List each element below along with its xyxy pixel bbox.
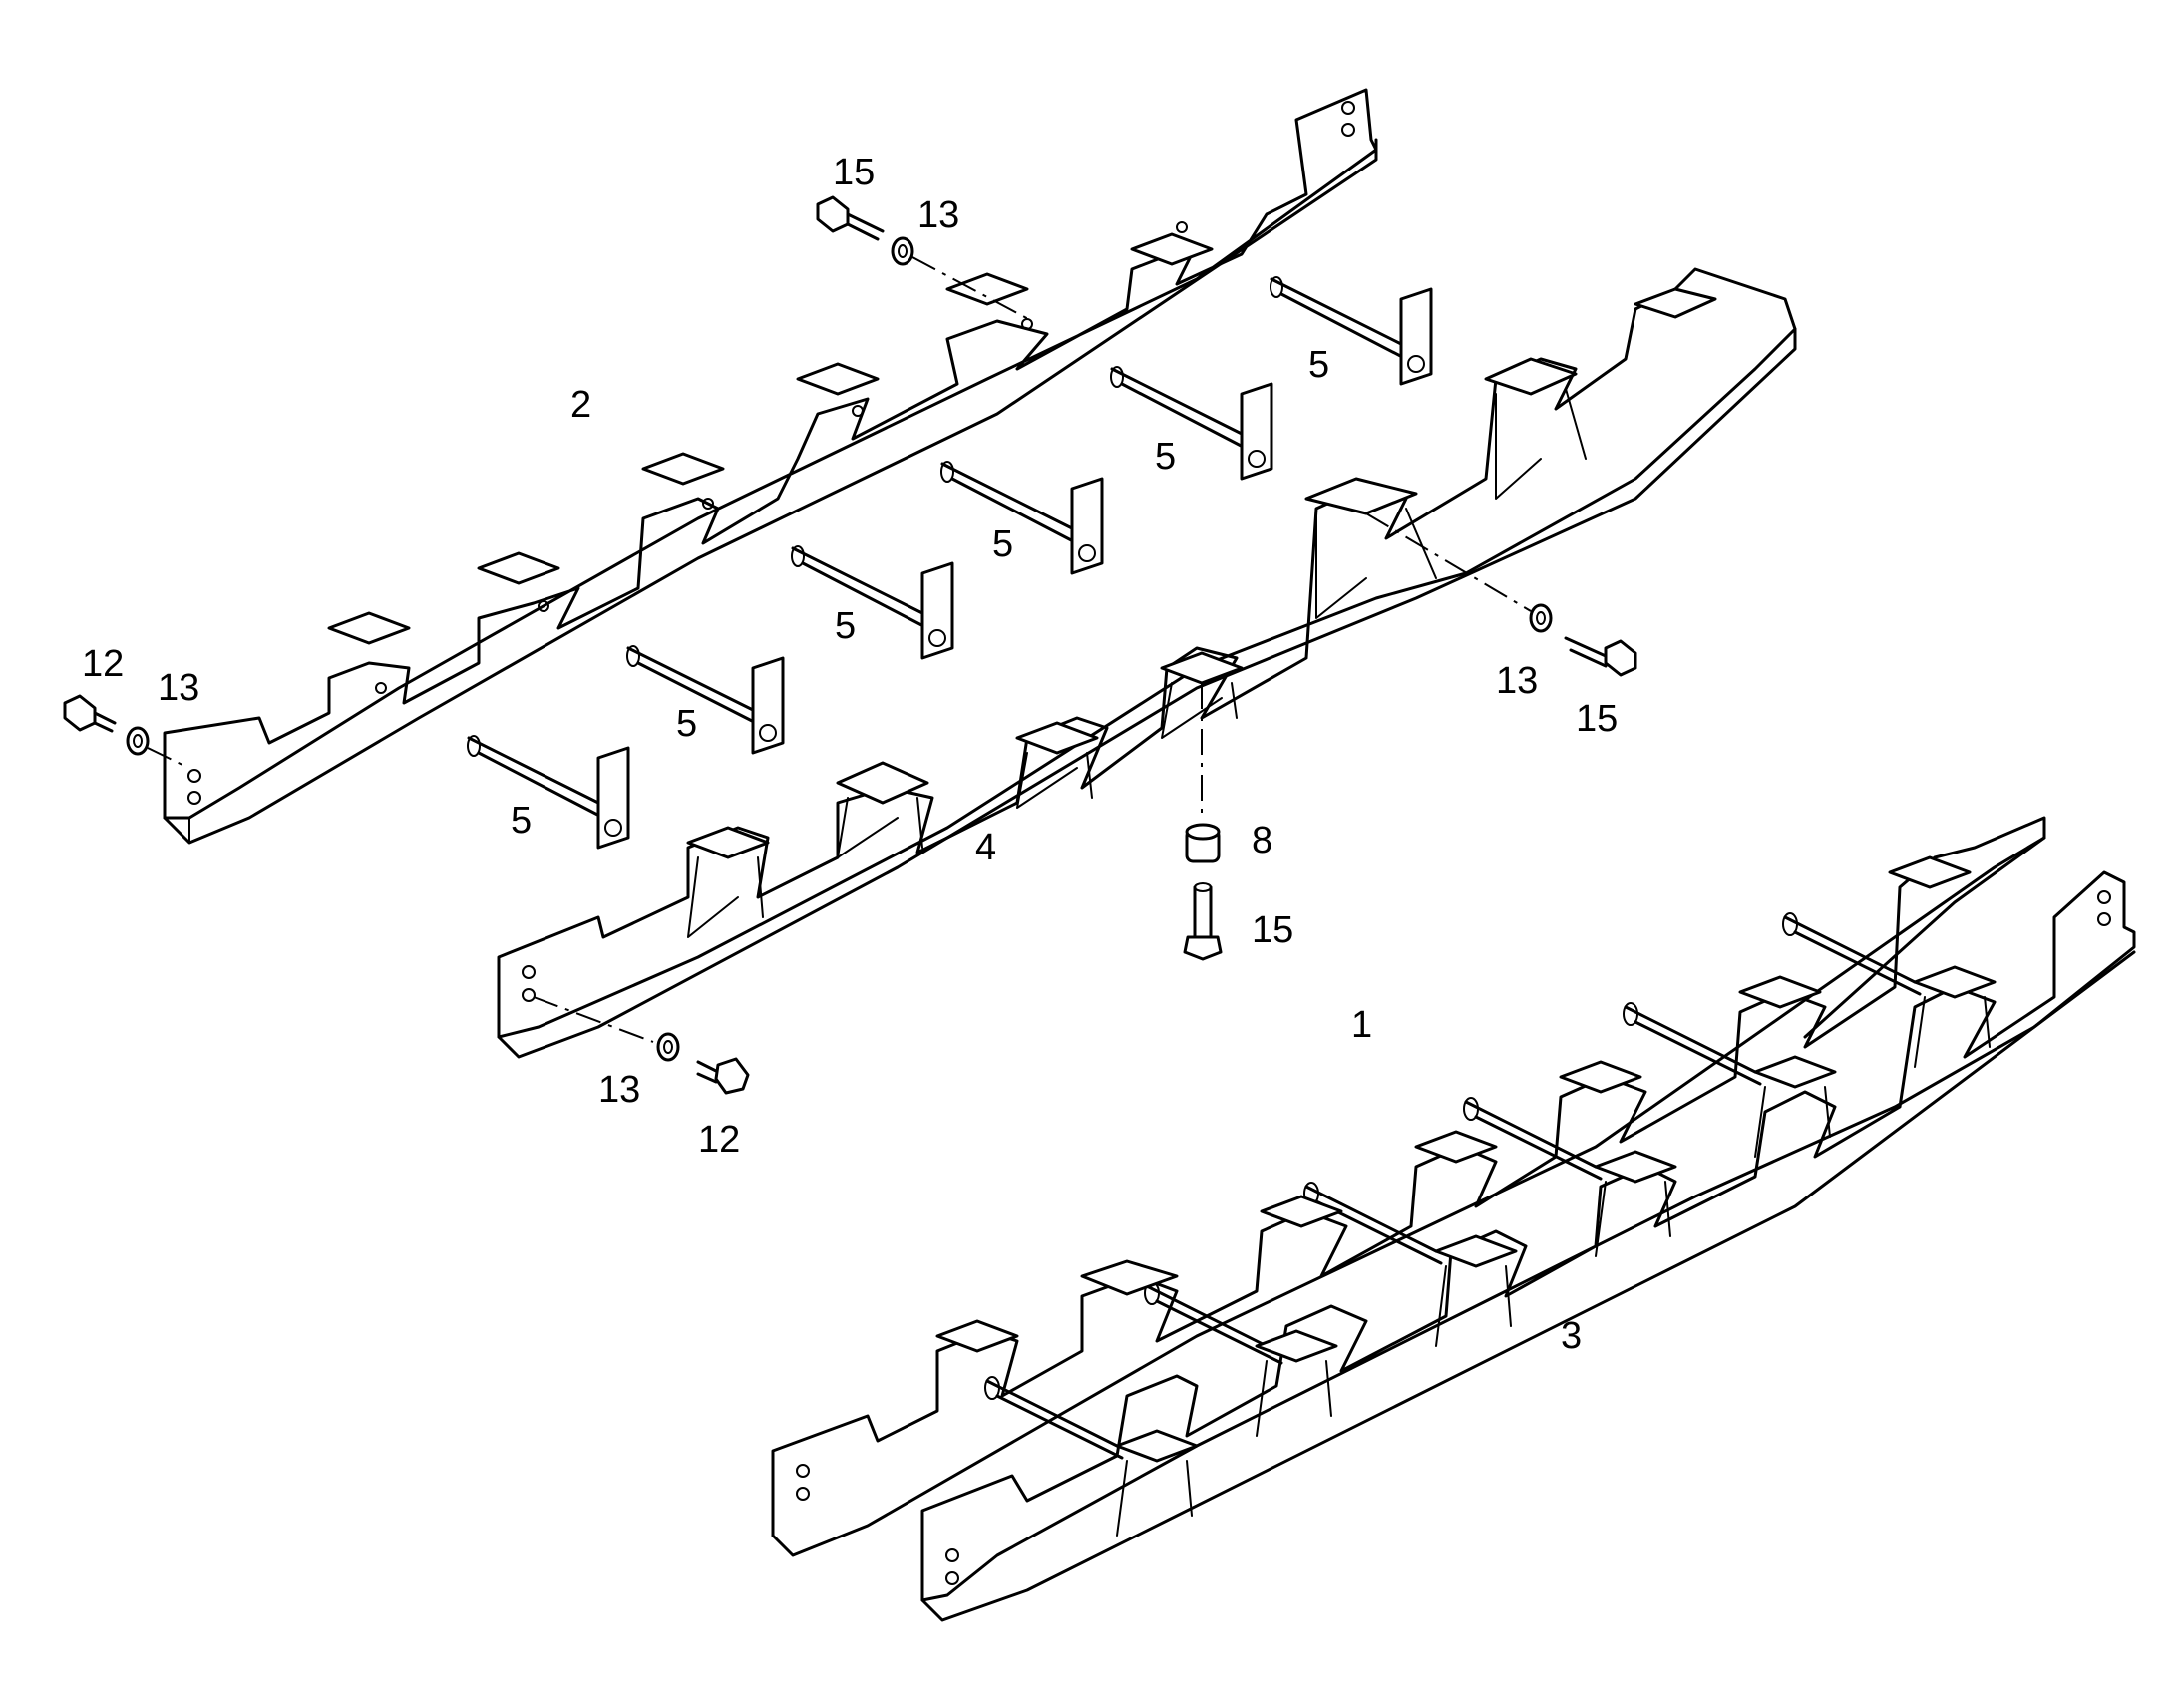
washer-13-left — [126, 726, 150, 756]
washer-13-bottom — [656, 1032, 680, 1062]
washer-13-top — [891, 236, 914, 266]
pin-5-d — [940, 461, 1104, 575]
bolt-15-top — [816, 195, 885, 241]
rail-part-4 — [497, 267, 1797, 1059]
pin-5-b — [626, 645, 785, 755]
callout-5: 5 — [676, 703, 697, 745]
callout-5: 5 — [992, 523, 1013, 565]
callout-12: 12 — [82, 643, 124, 685]
callout-13: 13 — [158, 667, 199, 709]
pin-5-a — [467, 735, 630, 850]
callout-5: 5 — [835, 605, 856, 647]
pin-parts-5 — [467, 276, 1433, 850]
pin-5-c — [791, 545, 954, 660]
callout-1: 1 — [1351, 1004, 1372, 1046]
callout-4: 4 — [975, 827, 996, 868]
callout-13: 13 — [598, 1069, 640, 1111]
callout-8: 8 — [1252, 820, 1272, 861]
bolt-12-bottom — [696, 1057, 750, 1095]
callout-13: 13 — [917, 194, 959, 236]
rail-part-2 — [163, 88, 1378, 845]
callout-15: 15 — [1576, 698, 1618, 740]
callout-5: 5 — [1308, 344, 1329, 386]
hardware — [63, 195, 1637, 1095]
callout-2: 2 — [570, 384, 591, 426]
pin-5-e — [1110, 366, 1273, 481]
callouts: 1 2 3 4 5 5 5 5 5 5 8 12 12 13 13 13 13 … — [82, 152, 1618, 1357]
callout-5: 5 — [511, 800, 532, 842]
callout-3: 3 — [1561, 1315, 1582, 1357]
callout-5: 5 — [1155, 436, 1176, 478]
washer-13-right — [1529, 603, 1553, 633]
bolt-12-left — [63, 694, 117, 733]
pin-5-f — [1270, 276, 1433, 386]
callout-15: 15 — [1252, 909, 1293, 951]
callout-12: 12 — [698, 1119, 740, 1161]
callout-15: 15 — [833, 152, 875, 193]
spacer-8 — [1185, 823, 1221, 863]
bolt-15-bottom — [1183, 882, 1223, 961]
callout-13: 13 — [1496, 660, 1538, 702]
bolt-15-right — [1564, 636, 1637, 677]
rail-assembly-parts-1-3 — [771, 816, 2136, 1622]
